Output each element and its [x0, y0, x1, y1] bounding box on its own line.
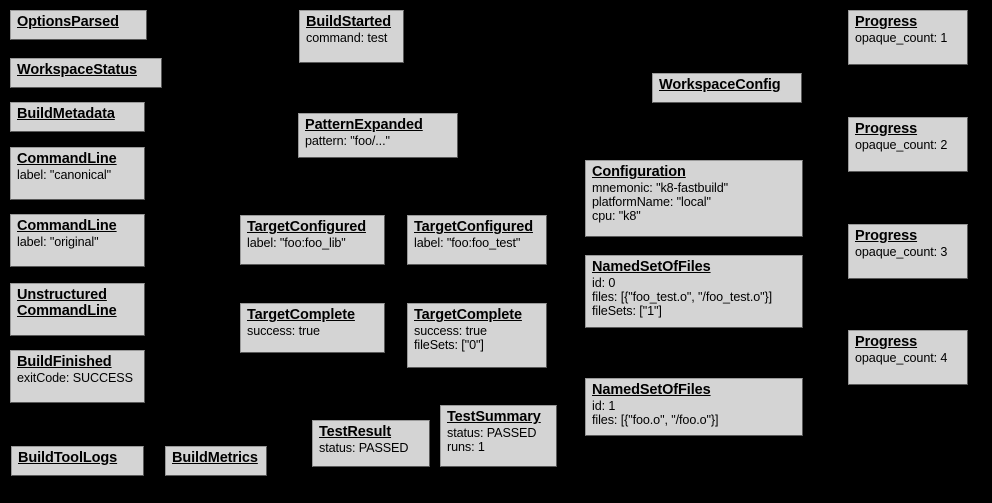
node-attributes: opaque_count: 4: [855, 351, 962, 365]
node-attribute-line: mnemonic: "k8-fastbuild": [592, 181, 729, 196]
node-title: Progress: [855, 14, 918, 30]
node-attribute-line: platformName: "local": [592, 195, 711, 210]
node-title: BuildToolLogs: [18, 450, 118, 466]
node-workspace-status[interactable]: WorkspaceStatus: [10, 58, 162, 88]
node-attribute-line: pattern: "foo/...": [305, 134, 390, 149]
node-attributes: opaque_count: 3: [855, 245, 962, 259]
node-title: Progress: [855, 228, 918, 244]
node-attribute-line: status: PASSED: [447, 426, 537, 441]
node-title: BuildStarted: [306, 14, 392, 30]
node-title: PatternExpanded: [305, 117, 423, 133]
node-attribute-line: runs: 1: [447, 440, 485, 455]
node-attributes: status: PASSED: [319, 441, 424, 455]
node-title: TargetConfigured: [247, 219, 366, 235]
node-attribute-line: label: "foo:foo_test": [414, 236, 521, 251]
node-attribute-line: opaque_count: 2: [855, 138, 948, 153]
node-attribute-line: command: test: [306, 31, 388, 46]
node-attribute-line: label: "canonical": [17, 168, 111, 183]
node-attributes: opaque_count: 1: [855, 31, 962, 45]
node-title: CommandLine: [17, 151, 117, 167]
node-title: WorkspaceStatus: [17, 62, 137, 78]
node-title: OptionsParsed: [17, 14, 119, 30]
node-attributes: label: "foo:foo_lib": [247, 236, 379, 250]
node-attribute-line: status: PASSED: [319, 441, 409, 456]
node-title: CommandLine: [17, 218, 117, 234]
node-title: TestResult: [319, 424, 392, 440]
node-title: NamedSetOfFiles: [592, 259, 711, 275]
node-attribute-line: opaque_count: 4: [855, 351, 948, 366]
node-attribute-line: files: [{"foo_test.o", "/foo_test.o"}]: [592, 290, 773, 305]
node-title: Unstructured CommandLine: [17, 287, 117, 320]
node-attribute-line: label: "original": [17, 235, 99, 250]
node-title: BuildFinished: [17, 354, 112, 370]
node-title: BuildMetadata: [17, 106, 115, 122]
node-attributes: exitCode: SUCCESS: [17, 371, 139, 385]
node-options-parsed[interactable]: OptionsParsed: [10, 10, 147, 40]
node-build-metrics[interactable]: BuildMetrics: [165, 446, 267, 476]
node-build-tool-logs[interactable]: BuildToolLogs: [11, 446, 144, 476]
node-title: TargetComplete: [414, 307, 522, 323]
node-attribute-line: opaque_count: 1: [855, 31, 948, 46]
node-title: TestSummary: [447, 409, 541, 425]
node-attributes: pattern: "foo/...": [305, 134, 452, 148]
node-workspace-config[interactable]: WorkspaceConfig: [652, 73, 802, 103]
node-title: TargetConfigured: [414, 219, 533, 235]
node-attribute-line: opaque_count: 3: [855, 245, 948, 260]
node-title: BuildMetrics: [172, 450, 258, 466]
node-attributes: label: "original": [17, 235, 139, 249]
node-attribute-line: fileSets: ["1"]: [592, 304, 662, 319]
node-attribute-line: success: true: [247, 324, 320, 339]
node-title: Progress: [855, 334, 918, 350]
node-attribute-line: label: "foo:foo_lib": [247, 236, 346, 251]
node-attributes: opaque_count: 2: [855, 138, 962, 152]
node-attribute-line: success: true: [414, 324, 487, 339]
node-title: WorkspaceConfig: [659, 77, 781, 93]
node-attributes: success: true: [247, 324, 379, 338]
node-build-metadata[interactable]: BuildMetadata: [10, 102, 145, 132]
node-title: TargetComplete: [247, 307, 355, 323]
node-attributes: mnemonic: "k8-fastbuild"platformName: "l…: [592, 181, 797, 223]
node-attributes: label: "foo:foo_test": [414, 236, 541, 250]
node-attribute-line: fileSets: ["0"]: [414, 338, 484, 353]
node-title: NamedSetOfFiles: [592, 382, 711, 398]
node-title: Progress: [855, 121, 918, 137]
node-unstructured-command-line[interactable]: Unstructured CommandLine: [10, 283, 145, 336]
node-attributes: command: test: [306, 31, 398, 45]
node-title: Configuration: [592, 164, 686, 180]
node-attribute-line: id: 1: [592, 399, 616, 414]
node-attribute-line: id: 0: [592, 276, 616, 291]
node-attribute-line: files: [{"foo.o", "/foo.o"}]: [592, 413, 719, 428]
node-attribute-line: exitCode: SUCCESS: [17, 371, 133, 386]
node-attribute-line: cpu: "k8": [592, 209, 641, 224]
node-attributes: label: "canonical": [17, 168, 139, 182]
